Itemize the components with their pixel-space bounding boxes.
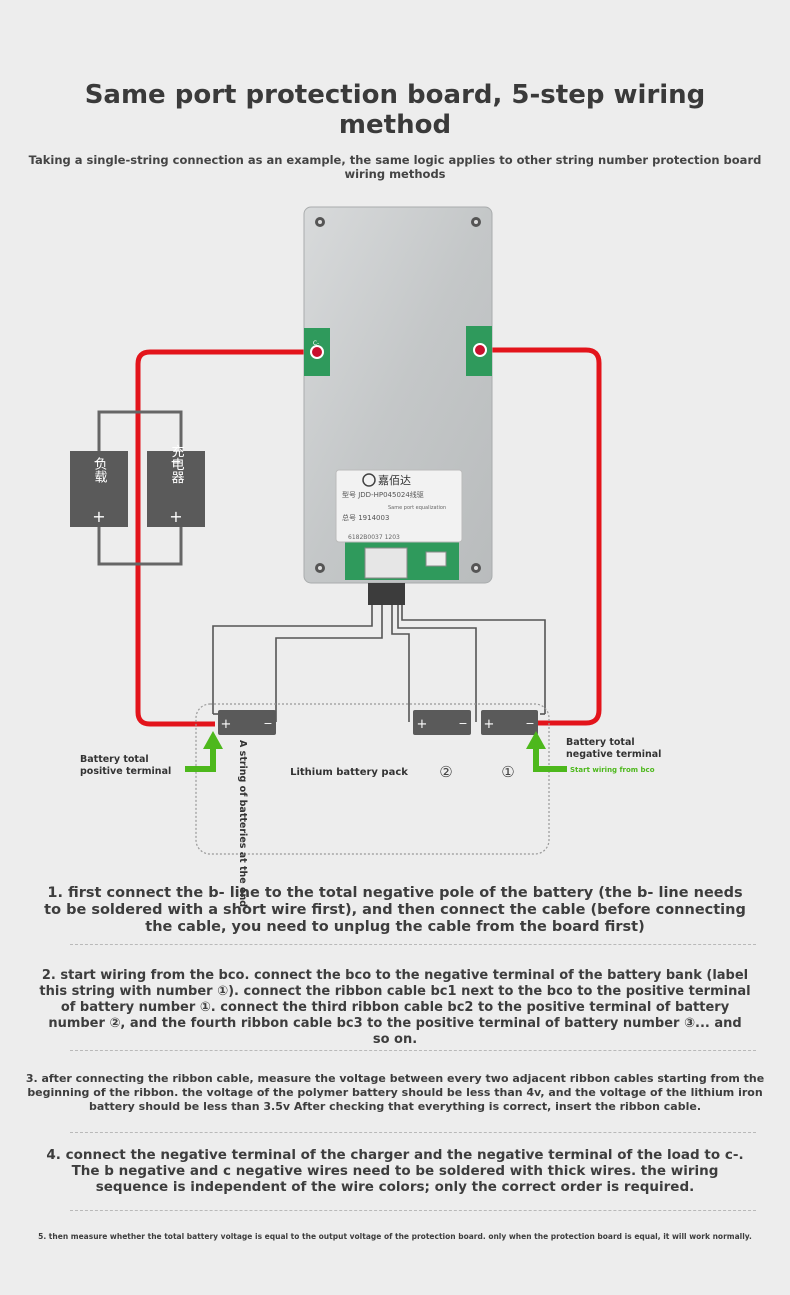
ribbon-connector [368,583,405,605]
cell2-minus: − [458,717,467,730]
charger-minus: − [170,454,182,470]
board-equalization: Same port equalization [388,505,446,511]
load-label: 负载 [92,457,108,484]
load-plus: + [92,507,105,526]
step-5-text: 5. then measure whether the total batter… [38,1232,752,1241]
negative-arrowhead-icon [526,731,546,749]
charger-box [147,451,205,527]
positive-terminal-arrow-icon [185,747,216,772]
divider-1 [70,944,756,945]
divider-3 [70,1132,756,1133]
cell-1-number: ① [501,763,514,781]
red-wire-b-minus [480,347,602,726]
protection-board: C- 嘉佰达 型号 JDD-HP045024线驱 Same port equal… [303,206,493,605]
c-minus-terminal [310,345,324,359]
divider-4 [70,1210,756,1211]
page-title: Same port protection board, 5-step wirin… [84,80,706,140]
page-subtitle: Taking a single-string connection as an … [28,153,762,181]
brand-logo-icon [362,473,376,487]
positive-arrowhead-icon [203,731,223,749]
battery-cell-string-end: + − [218,710,276,735]
load-charger-circuit: − 负载 + − 充电器 + [70,410,205,566]
step-1-text: 1. first connect the b- line to the tota… [44,885,746,935]
battery-cell-2: + − [413,710,471,735]
board-model: 型号 JDD-HP045024线驱 [342,490,424,499]
charger-plus: + [169,507,182,526]
ribbon-cables [212,605,546,722]
board-serial: 总号 1914003 [342,513,389,522]
string-end-label: A string of batteries at the end [237,740,248,907]
cell-end-minus: − [263,717,272,730]
charger-label: 充电器 [169,444,185,485]
negative-terminal-label: Battery total negative terminal [566,737,662,760]
step-2-text: 2. start wiring from the bco. connect th… [39,968,751,1047]
load-minus: − [93,454,105,470]
start-wiring-note: Start wiring from bco [570,766,655,774]
cell1-minus: − [525,717,534,730]
step-3-text: 3. after connecting the ribbon cable, me… [25,1072,765,1113]
cell1-plus: + [484,717,495,732]
divider-2 [70,1050,756,1051]
battery-cell-1: + − [481,710,538,735]
c-minus-port-label: C- [313,340,319,347]
negative-terminal-arrow-icon [533,747,567,772]
step-4-text: 4. connect the negative terminal of the … [46,1147,744,1195]
b-minus-terminal [473,343,487,357]
cell2-plus: + [417,717,428,732]
battery-pack-outline [195,703,550,855]
board-barcode: 6182B0037 1203 [348,534,400,541]
cell-end-plus: + [221,717,232,732]
cell-2-number: ② [439,763,452,781]
positive-terminal-label: Battery total positive terminal [80,754,172,777]
board-label: 嘉佰达 型号 JDD-HP045024线驱 Same port equaliza… [335,469,463,543]
board-brand: 嘉佰达 [378,473,411,487]
red-wire-c-minus [135,349,315,727]
load-box [70,451,128,527]
pack-label: Lithium battery pack [290,767,408,778]
